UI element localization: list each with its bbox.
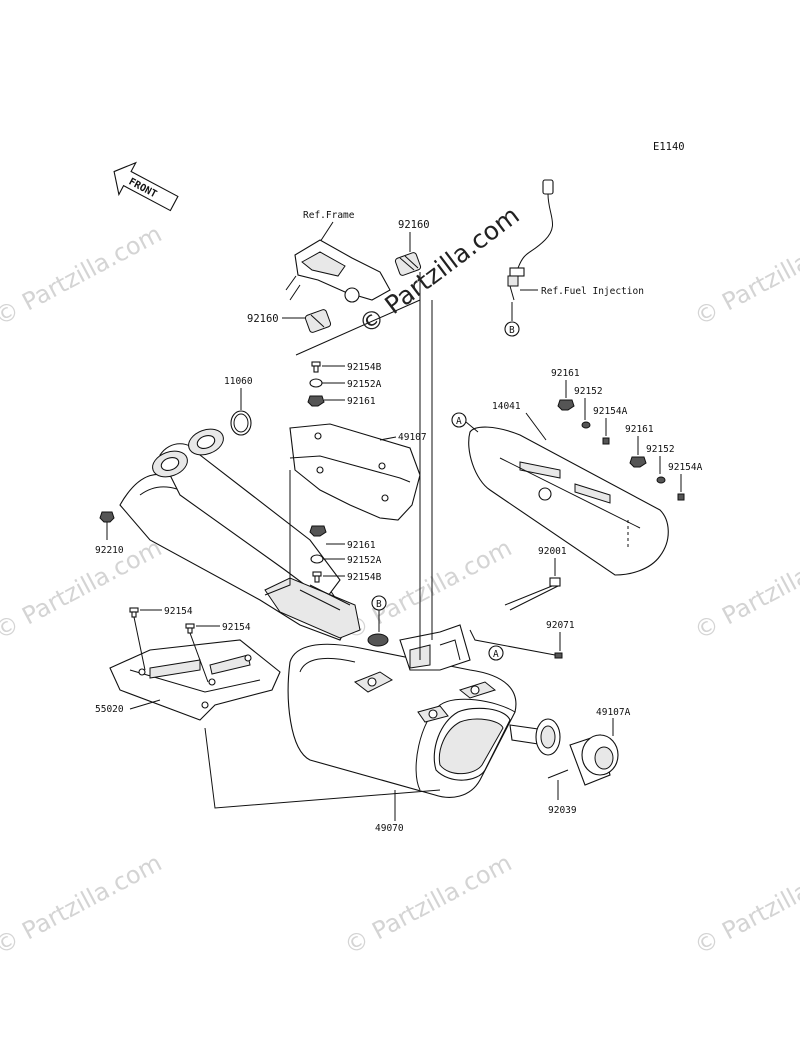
washer-92152-r1-icon	[581, 421, 591, 429]
part-label-92161: 92161	[347, 540, 376, 551]
callout-b-label: B	[376, 599, 382, 610]
part-label-49070: 49070	[375, 823, 404, 834]
o2-sensor	[507, 179, 554, 301]
header-pipes	[119, 428, 361, 641]
callout-a	[488, 645, 504, 661]
part-label-92161: 92161	[347, 396, 376, 407]
bolt-92154a-r2-icon	[677, 493, 685, 501]
front-arrow-icon: FRONT	[113, 161, 179, 212]
watermark: © Partzilla.com	[340, 0, 517, 5]
part-label-92154A: 92154A	[668, 462, 703, 473]
nut-92210-icon	[99, 511, 115, 523]
nut-92161-top-icon	[307, 395, 325, 407]
callout-b	[504, 321, 520, 337]
part-label-11060: 11060	[224, 376, 253, 387]
bolt-92154-a-icon	[129, 607, 139, 618]
watermark: © Partzilla.com	[690, 534, 800, 646]
part-label-92161: 92161	[551, 368, 580, 379]
heat-shield-49107	[289, 423, 421, 521]
watermark: © Partzilla.com	[690, 849, 800, 961]
part-label-92160: 92160	[247, 313, 279, 325]
frame-bracket	[285, 221, 391, 303]
muffler-49070	[287, 624, 561, 798]
part-label-92154: 92154	[222, 622, 251, 633]
part-label-92039: 92039	[548, 805, 577, 816]
callout-a	[451, 412, 467, 428]
washer-92152-r2-icon	[656, 476, 666, 484]
clip-92071-icon	[554, 652, 563, 659]
callout-a-label: A	[493, 649, 499, 660]
part-label-92154B: 92154B	[347, 572, 382, 583]
grommet-92160-top	[394, 252, 422, 276]
part-label-92152A: 92152A	[347, 379, 382, 390]
diagram-code: E1140	[653, 141, 685, 153]
bolt-92154b-mid-icon	[312, 571, 322, 583]
callout-a-label: A	[456, 416, 462, 427]
bolt-92154a-r1-icon	[602, 437, 610, 445]
nut-92161-mid-icon	[309, 525, 327, 537]
part-label-92154B: 92154B	[347, 362, 382, 373]
watermark: © Partzilla.com	[340, 849, 517, 961]
watermark: © Partzilla.com	[0, 220, 166, 332]
part-label-92152: 92152	[574, 386, 603, 397]
part-label-92161: 92161	[625, 424, 654, 435]
watermark: © Partzilla.com	[0, 849, 166, 961]
part-label-49107: 49107	[398, 432, 427, 443]
washer-92152a-mid-icon	[310, 554, 324, 564]
grommet-92160-bottom	[304, 309, 332, 333]
part-label-92154A: 92154A	[593, 406, 628, 417]
part-label-92001: 92001	[538, 546, 567, 557]
ref-frame-label: Ref.Frame	[303, 210, 355, 221]
watermark: © Partzilla.com	[0, 534, 166, 646]
part-label-92210: 92210	[95, 545, 124, 556]
sensor-boss-icon	[367, 633, 389, 647]
part-label-49107A: 49107A	[596, 707, 631, 718]
part-label-14041: 14041	[492, 401, 521, 412]
pin-92039-icon	[547, 769, 569, 779]
bolt-92001-icon	[504, 577, 561, 611]
bolt-92154-b-icon	[185, 623, 195, 634]
part-label-92152A: 92152A	[347, 555, 382, 566]
watermark-center: © Partzilla.com	[353, 201, 525, 340]
bolt-92154b-top-icon	[311, 361, 321, 373]
part-label-92152: 92152	[646, 444, 675, 455]
watermark: © Partzilla.com	[690, 220, 800, 332]
nut-92161-r1-icon	[557, 399, 575, 411]
muffler-cover-14041	[468, 426, 669, 576]
part-label-92160: 92160	[398, 219, 430, 231]
washer-92152a-top-icon	[309, 378, 323, 388]
lower-cover-55020	[109, 639, 281, 721]
part-label-55020: 55020	[95, 704, 124, 715]
nut-92161-r2-icon	[629, 456, 647, 468]
ref-fuel-injection-label: Ref.Fuel Injection	[541, 286, 644, 297]
part-label-92071: 92071	[546, 620, 575, 631]
end-cap-49107A	[569, 734, 619, 786]
callout-b-label: B	[509, 325, 515, 336]
part-label-92154: 92154	[164, 606, 193, 617]
